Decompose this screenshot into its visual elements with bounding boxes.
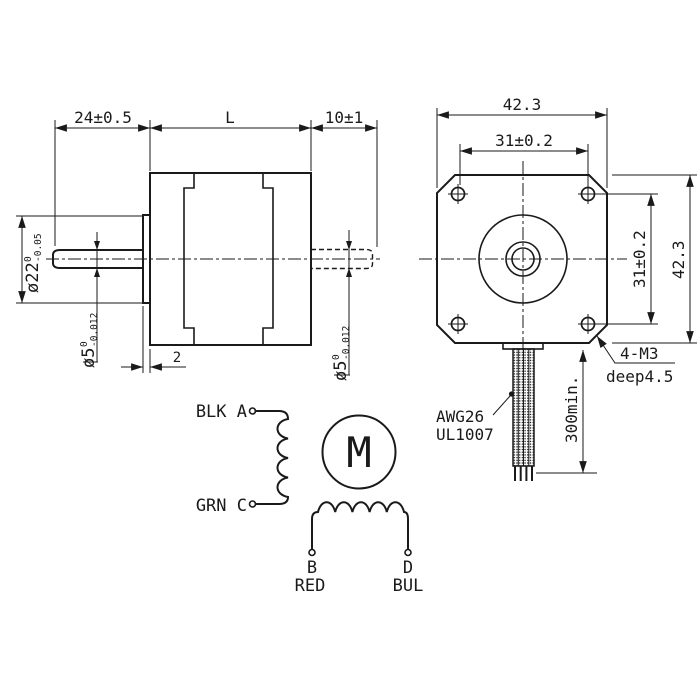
dim-front-shaft-diameter-tol-lower: -0.012 xyxy=(89,313,100,347)
side-view: 24±0.5 L 10±1 ø22 0 -0.05 ø5 0 -0.012 xyxy=(16,108,380,381)
label-color-bul: BUL xyxy=(393,576,424,596)
terminal-b xyxy=(308,548,316,557)
motor-symbol-letter: M xyxy=(346,428,371,477)
dim-rear-shaft-diameter-tol-lower: -0.012 xyxy=(341,326,352,360)
dim-front-shaft-diameter-tol-upper: 0 xyxy=(79,341,90,347)
dim-front-shaft-diameter: ø5 0 -0.012 xyxy=(79,232,100,368)
mounting-hole xyxy=(578,314,598,334)
dim-rear-shaft-diameter: ø5 0 -0.012 xyxy=(331,230,352,381)
dim-pilot-diameter-tol-lower: -0.05 xyxy=(33,233,44,262)
dim-pilot-diameter-value: ø22 xyxy=(23,262,43,293)
label-terminal-d: D xyxy=(403,558,413,578)
dim-hole-spacing-horizontal-value: 31±0.2 xyxy=(495,131,553,150)
mounting-hole-note-line1: 4-M3 xyxy=(620,344,659,363)
mounting-hole-note: 4-M3 deep4.5 xyxy=(596,335,675,386)
front-view: 42.3 31±0.2 31±0.2 42.3 xyxy=(419,95,697,481)
dim-hole-spacing-horizontal: 31±0.2 xyxy=(459,131,589,185)
wire-ends xyxy=(514,466,533,481)
motor-symbol-circle xyxy=(321,414,397,490)
dim-rear-shaft-length: 10±1 xyxy=(325,108,364,127)
coil-bd xyxy=(311,501,409,550)
dim-body-length: L xyxy=(225,108,235,127)
terminal-d xyxy=(404,548,412,557)
lead-wire-assembly xyxy=(502,342,544,481)
dim-body-height: 42.3 xyxy=(612,174,697,344)
dim-body-width-value: 42.3 xyxy=(503,95,542,114)
lead-wire-note: AWG26 UL1007 xyxy=(436,391,515,444)
wiring-diagram: BLK A GRN C M B RED D BUL xyxy=(196,402,424,596)
mounting-hole xyxy=(578,184,598,204)
mounting-hole xyxy=(448,314,468,334)
label-color-red: RED xyxy=(295,576,326,596)
dim-hole-spacing-vertical-value: 31±0.2 xyxy=(630,230,649,288)
terminal-c xyxy=(248,500,257,508)
dim-body-height-value: 42.3 xyxy=(669,240,688,279)
dim-hole-spacing-vertical: 31±0.2 xyxy=(598,193,658,325)
dim-boss-thickness: 2 xyxy=(121,306,186,373)
dim-front-shaft-diameter-value: ø5 xyxy=(79,348,99,368)
label-terminal-b: B xyxy=(307,558,317,578)
dim-rear-shaft-diameter-tol-upper: 0 xyxy=(331,354,342,360)
lead-wire-note-line1: AWG26 xyxy=(436,407,484,426)
dim-lead-length: 300min. xyxy=(536,350,597,474)
label-grn-c: GRN C xyxy=(196,496,247,516)
dim-lead-length-value: 300min. xyxy=(562,376,581,443)
mounting-hole-note-line2: deep4.5 xyxy=(606,367,673,386)
dim-pilot-diameter-tol-upper: 0 xyxy=(23,256,34,262)
terminal-a xyxy=(248,407,257,415)
dim-body-width: 42.3 xyxy=(436,95,608,188)
dim-rear-shaft-diameter-value: ø5 xyxy=(331,361,351,381)
mounting-holes xyxy=(448,184,598,334)
label-blk-a: BLK A xyxy=(196,402,247,422)
dim-pilot-diameter: ø22 0 -0.05 xyxy=(16,215,143,304)
stator-contour-right xyxy=(262,173,274,345)
stator-contour-left xyxy=(183,173,195,345)
lead-wire-note-line2: UL1007 xyxy=(436,425,494,444)
dim-boss-thickness-value: 2 xyxy=(173,350,181,366)
mounting-hole xyxy=(448,184,468,204)
side-view-top-dimensions: 24±0.5 L 10±1 xyxy=(54,108,378,247)
dim-front-shaft-length: 24±0.5 xyxy=(74,108,132,127)
motor-body-front-outline xyxy=(436,174,608,344)
coil-ac xyxy=(254,410,290,505)
